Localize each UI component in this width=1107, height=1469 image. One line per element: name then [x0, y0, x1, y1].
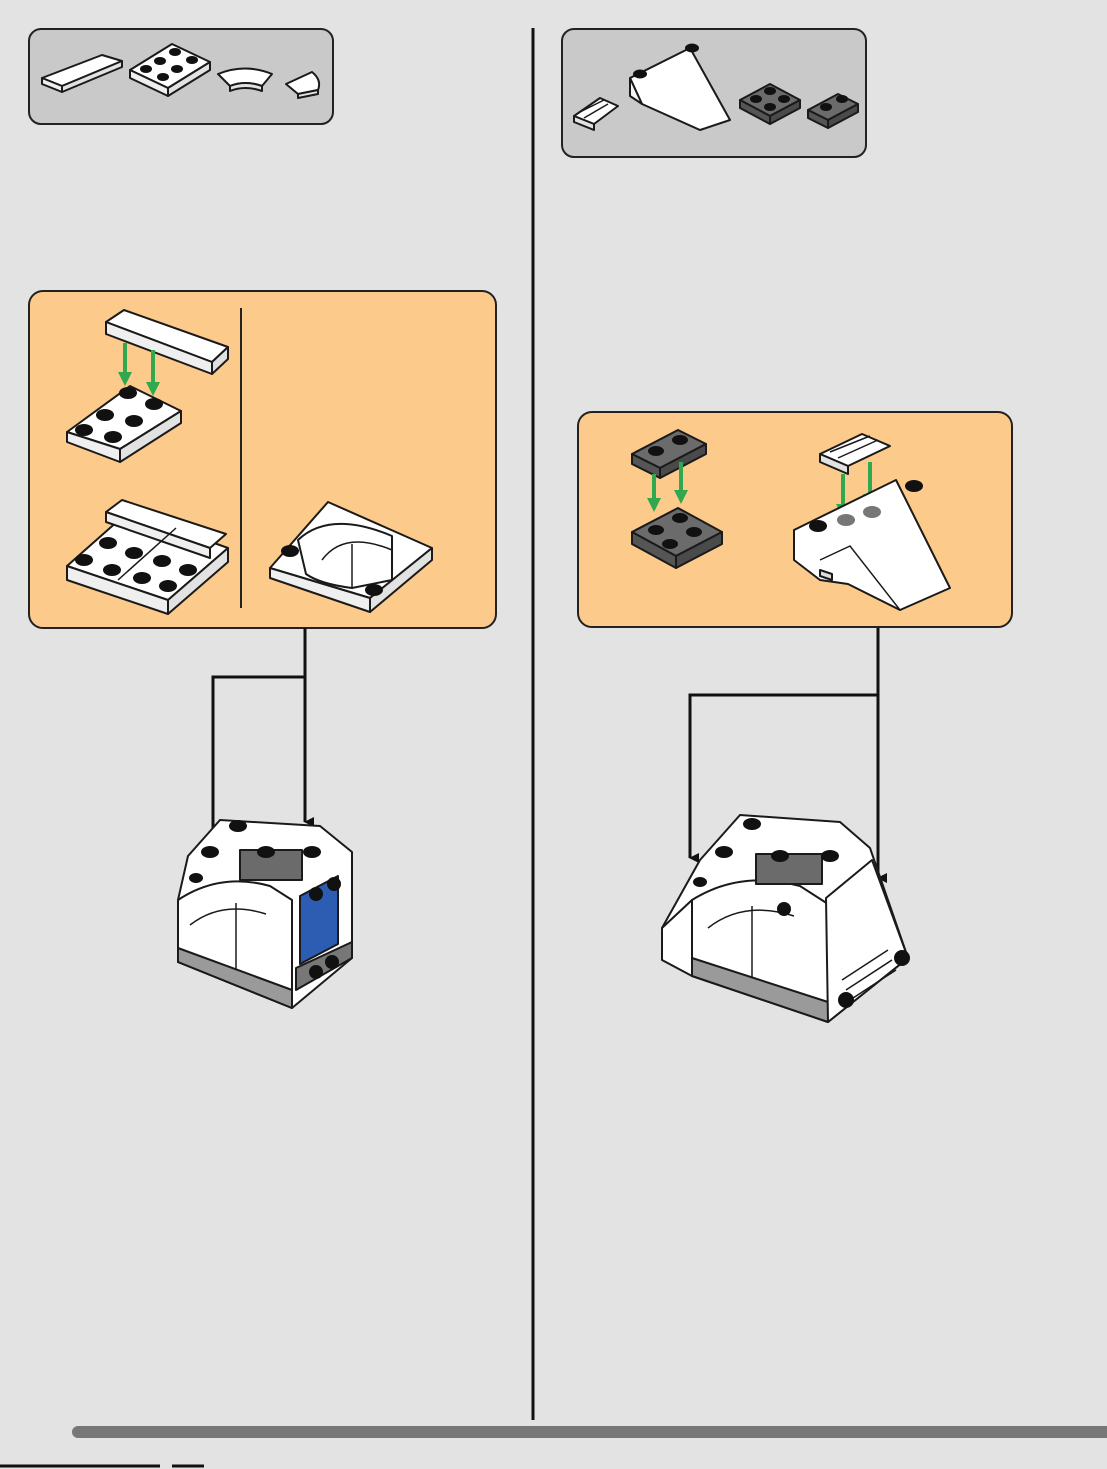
right-sub-assembly-panel: [578, 412, 1012, 627]
right-parts-panel: [562, 29, 866, 157]
right-step: [562, 29, 1012, 1022]
left-parts-panel: [29, 29, 333, 124]
r2-body-model-with-wedge-icon: [662, 815, 910, 1022]
left-sub-assembly-panel: [29, 291, 496, 628]
r2-body-model-with-blue-panel-icon: [178, 820, 352, 1008]
left-step: [29, 29, 496, 1008]
left-connector-arrows: [213, 628, 305, 852]
